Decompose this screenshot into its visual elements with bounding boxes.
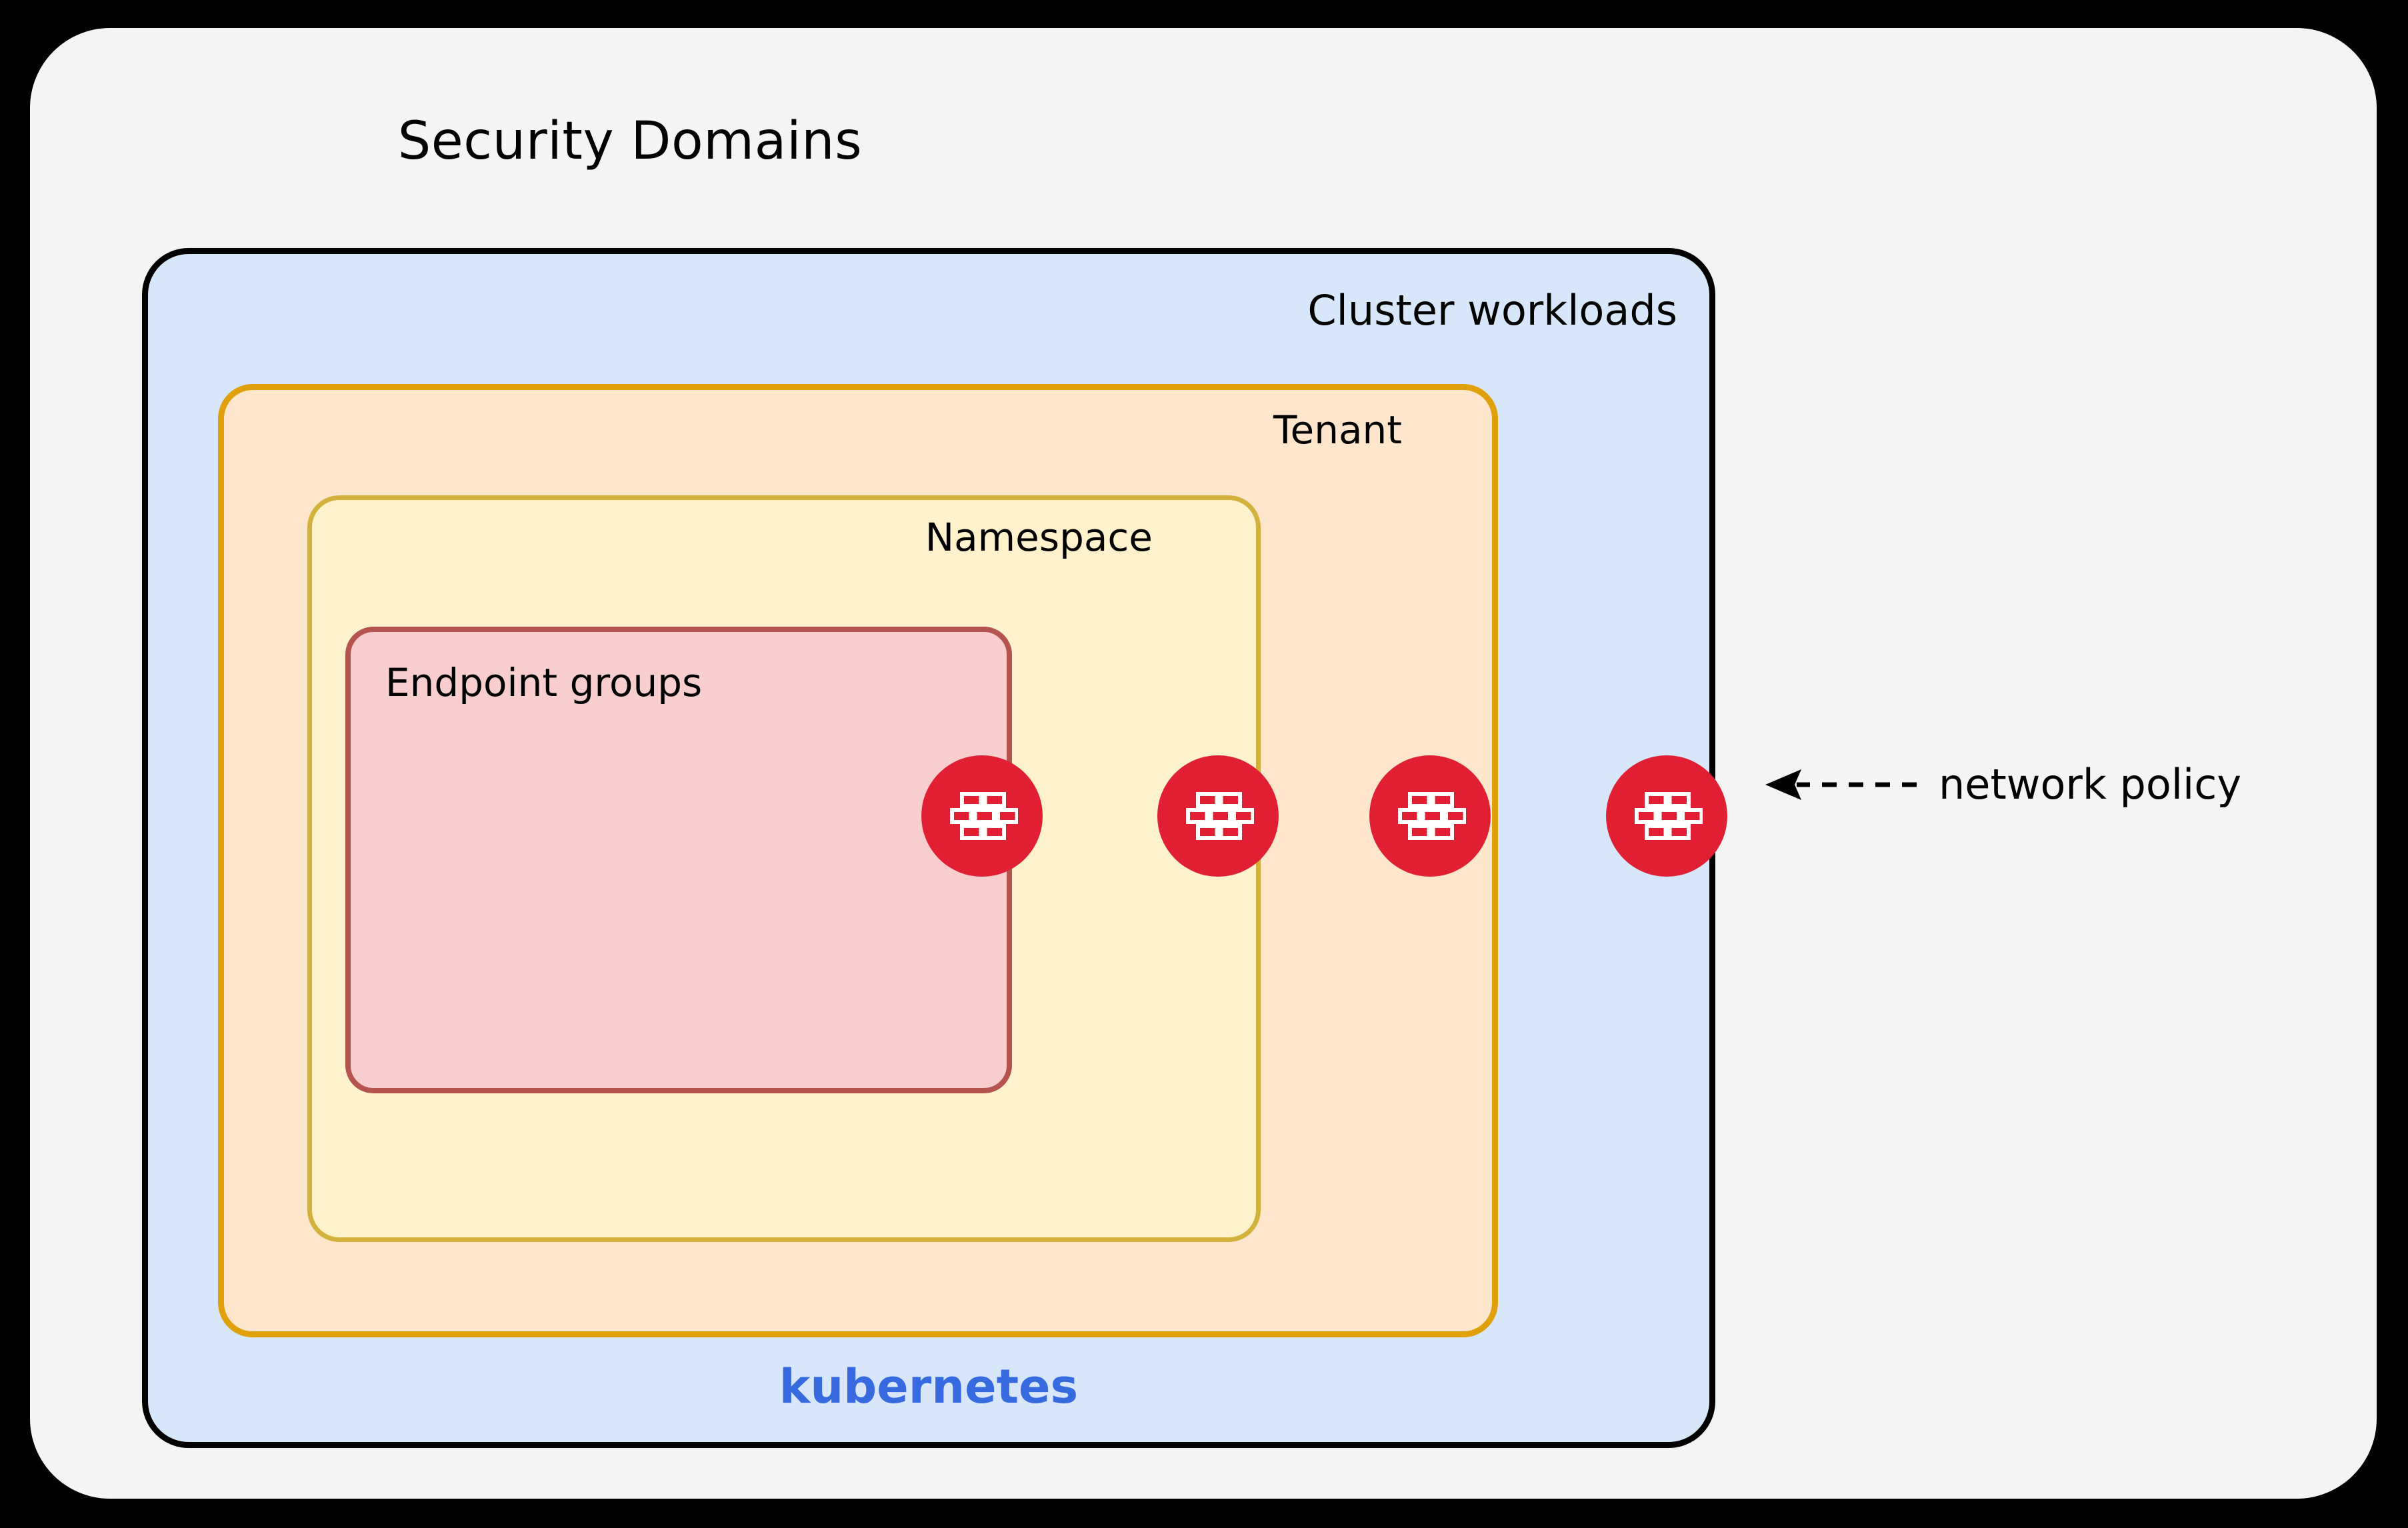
network-policy-callout: network policy [1760,760,2241,809]
security-domains-title: Security Domains [397,111,863,171]
tenant-panel: Tenant Namespace Endpoint groups [218,384,1498,1337]
cluster-workloads-label: Cluster workloads [1307,286,1677,335]
namespace-label: Namespace [925,515,1153,560]
namespace-panel: Namespace Endpoint groups [307,495,1261,1242]
dashed-left-arrow-icon [1765,769,1917,800]
firewall-icon-cluster[interactable] [1606,755,1727,877]
firewall-icon-endpoint-groups[interactable] [921,755,1043,877]
kubernetes-brand-label: kubernetes [779,1359,1079,1414]
firewall-icon-tenant[interactable] [1369,755,1491,877]
endpoint-groups-panel: Endpoint groups [345,627,1012,1093]
network-policy-label: network policy [1939,760,2242,809]
firewall-icon-namespace[interactable] [1157,755,1279,877]
tenant-label: Tenant [1273,407,1402,453]
endpoint-groups-label: Endpoint groups [385,660,703,705]
